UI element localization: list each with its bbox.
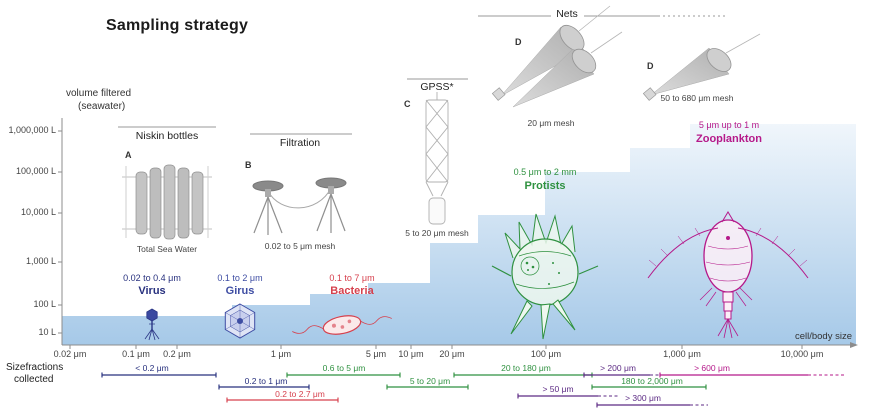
filtration-illustration [252, 177, 347, 235]
y-axis-label-line1: volume filtered [66, 88, 132, 99]
net-large-letter: D [647, 61, 654, 71]
zooplankton-range: 5 μm up to 1 m [698, 120, 760, 130]
fraction-bar [386, 384, 469, 390]
fraction-bar [453, 372, 593, 378]
x-tick-label: 10,000 μm [780, 349, 824, 359]
staircase-area [62, 124, 856, 345]
niskin-bottles-illustration [122, 164, 212, 240]
fraction-bar [101, 372, 217, 378]
filtration-title: Filtration [279, 137, 321, 149]
x-tick-label: 0.02 μm [53, 349, 87, 359]
niskin-title: Niskin bottles [135, 130, 199, 142]
fraction-label: > 200 μm [600, 363, 636, 373]
x-axis-label: cell/body size [794, 331, 852, 342]
bacteria-name: Bacteria [330, 285, 374, 297]
fraction-label: 0.2 to 1 μm [244, 376, 288, 386]
net-large-caption: 50 to 680 μm mesh [660, 93, 734, 103]
girus-illustration [224, 303, 256, 339]
gpss-letter: C [404, 99, 411, 109]
fraction-label: 0.2 to 2.7 μm [275, 389, 325, 399]
axes [58, 118, 852, 349]
fraction-label: > 50 μm [542, 384, 574, 394]
fraction-label: 5 to 20 μm [409, 376, 451, 386]
bacteria-illustration [292, 315, 392, 335]
x-tick-label: 0.1 μm [122, 349, 150, 359]
fraction-bar [517, 393, 618, 399]
equipment-header-lines [118, 15, 728, 135]
size-fractions-heading-line1: Sizefractions [6, 362, 64, 373]
protists-name: Protists [524, 180, 566, 192]
net-small-letter: D [515, 37, 522, 47]
protist-illustration [491, 213, 599, 340]
fraction-bar [286, 372, 401, 378]
niskin-caption: Total Sea Water [136, 244, 198, 254]
y-tick-label: 1,000,000 L [8, 125, 56, 135]
fraction-label: 0.6 to 5 μm [322, 363, 366, 373]
y-tick-label: 100 L [33, 299, 56, 309]
y-axis-label-line2: (seawater) [78, 101, 126, 112]
filtration-caption: 0.02 to 5 μm mesh [264, 241, 336, 251]
girus-range: 0.1 to 2 μm [217, 273, 263, 283]
net-small-illustration [491, 5, 623, 108]
nets-title: Nets [556, 8, 578, 20]
fraction-bar [659, 372, 845, 378]
x-tick-label: 1 μm [270, 349, 292, 359]
page-title: Sampling strategy [106, 17, 249, 34]
y-tick-label: 1,000 L [25, 256, 56, 266]
fraction-label: 180 to 2,000 μm [621, 376, 683, 386]
fraction-label: > 300 μm [625, 393, 661, 403]
size-fraction-bars [101, 372, 845, 408]
zooplankton-illustration [647, 211, 809, 339]
x-tick-label: 20 μm [439, 349, 465, 359]
fraction-bar [226, 397, 339, 403]
x-axis-arrow [850, 342, 858, 348]
x-tick-label: 1,000 μm [663, 349, 701, 359]
net-small-caption: 20 μm mesh [527, 118, 575, 128]
protists-range: 0.5 μm to 2 mm [513, 167, 577, 177]
fraction-bar [591, 384, 707, 390]
x-tick-label: 0.2 μm [163, 349, 191, 359]
gpss-title: GPSS* [420, 81, 454, 93]
x-tick-label: 10 μm [398, 349, 424, 359]
fraction-label: 20 to 180 μm [501, 363, 551, 373]
fraction-label: > 600 μm [694, 363, 730, 373]
girus-name: Girus [225, 285, 255, 297]
y-tick-label: 10 L [38, 327, 56, 337]
virus-range: 0.02 to 0.4 μm [123, 273, 181, 283]
virus-name: Virus [138, 285, 166, 297]
size-fractions-heading-line2: collected [14, 374, 54, 385]
bacteria-range: 0.1 to 7 μm [329, 273, 375, 283]
gpss-caption: 5 to 20 μm mesh [405, 228, 469, 238]
y-tick-label: 10,000 L [20, 207, 56, 217]
fraction-bar [218, 384, 310, 390]
fraction-bar [596, 402, 708, 408]
filtration-letter: B [245, 160, 252, 170]
zooplankton-name: Zooplankton [696, 133, 762, 145]
niskin-letter: A [125, 150, 132, 160]
y-tick-label: 100,000 L [15, 166, 56, 176]
fraction-label: < 0.2 μm [135, 363, 169, 373]
net-large-illustration [642, 33, 761, 101]
x-tick-label: 5 μm [365, 349, 387, 359]
x-tick-label: 100 μm [530, 349, 562, 359]
virus-illustration [144, 308, 160, 341]
gpss-illustration [425, 92, 449, 225]
